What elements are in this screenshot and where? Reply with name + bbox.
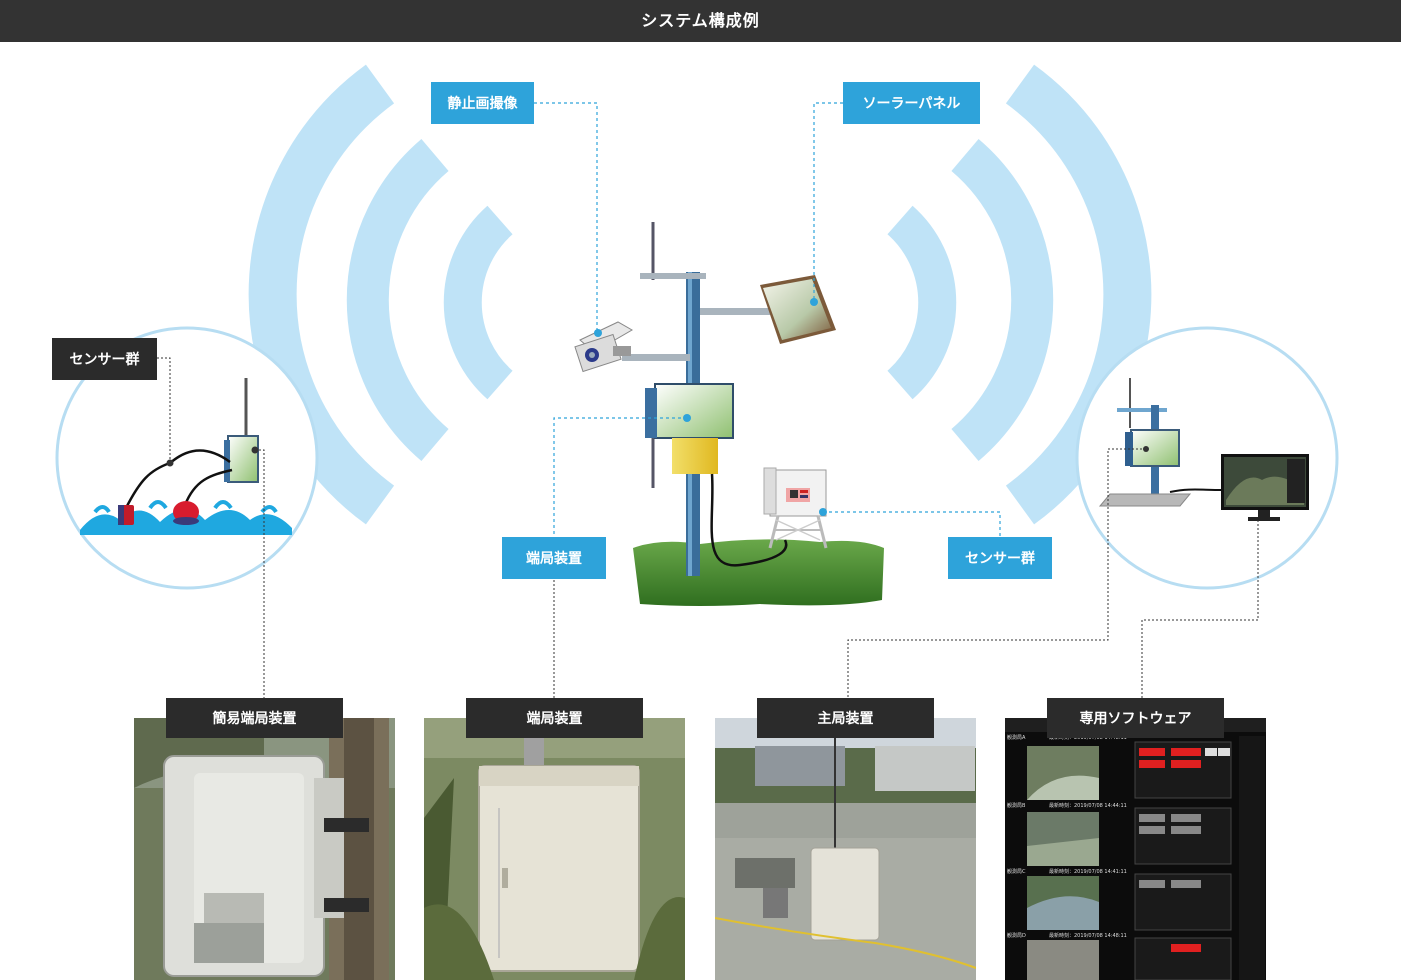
label-main-station-text: 主局装置 <box>817 711 874 727</box>
software-row-d-time: 最新時刻：2019/07/08 14:48:11 <box>1049 933 1127 939</box>
software-row-a-name: 観測局A <box>1007 735 1026 741</box>
main-station-circle <box>1075 326 1339 590</box>
software-row-c <box>1027 873 1232 931</box>
label-software-text: 専用ソフトウェア <box>1079 711 1192 727</box>
callout-solar: ソーラーパネル <box>843 82 980 124</box>
software-row-d <box>1027 937 1232 980</box>
software-row-b-time: 最新時刻：2019/07/08 14:44:11 <box>1049 803 1127 809</box>
callout-camera-label: 静止画撮像 <box>447 96 518 112</box>
callout-terminal-label: 端局装置 <box>526 551 582 567</box>
callout-sensor-left: センサー群 <box>52 338 157 380</box>
header-title: システム構成例 <box>641 11 760 30</box>
software-row-d-name: 観測局D <box>1007 933 1026 939</box>
software-row-b-name: 観測局B <box>1007 803 1026 809</box>
software-row-a <box>1027 741 1232 800</box>
label-simple-terminal-text: 簡易端局装置 <box>212 711 297 727</box>
photo-simple-terminal <box>134 718 395 980</box>
software-row-a-time: 最新時刻：2019/07/08 14:48:11 <box>1049 735 1127 741</box>
photo-main-station <box>715 718 976 980</box>
callout-sensor-right: センサー群 <box>948 537 1052 579</box>
page-header: システム構成例 <box>0 0 1401 42</box>
wave-right <box>887 64 1152 525</box>
label-terminal-text: 端局装置 <box>526 711 583 727</box>
software-row-c-time: 最新時刻：2019/07/08 14:41:11 <box>1049 869 1127 875</box>
callout-sensor-right-label: センサー群 <box>965 551 1035 567</box>
callout-lines <box>534 102 1001 540</box>
callout-camera: 静止画撮像 <box>431 82 534 124</box>
label-main-station: 主局装置 <box>757 698 934 738</box>
callout-terminal: 端局装置 <box>502 537 606 579</box>
label-terminal: 端局装置 <box>466 698 643 738</box>
wave-left <box>248 64 513 525</box>
callout-solar-label: ソーラーパネル <box>862 96 961 112</box>
photo-software: 最新時刻：2019/07/08 14:48:11 観測局A 最新時刻：2019/… <box>1005 718 1266 980</box>
photo-terminal <box>424 718 685 980</box>
callout-sensor-left-label: センサー群 <box>69 352 140 368</box>
software-row-b <box>1027 807 1232 866</box>
label-software: 専用ソフトウェア <box>1047 698 1224 738</box>
link-lines <box>157 357 1259 698</box>
label-simple-terminal: 簡易端局装置 <box>166 698 343 738</box>
terminal-station-illustration <box>574 222 884 606</box>
software-row-c-name: 観測局C <box>1007 869 1026 875</box>
